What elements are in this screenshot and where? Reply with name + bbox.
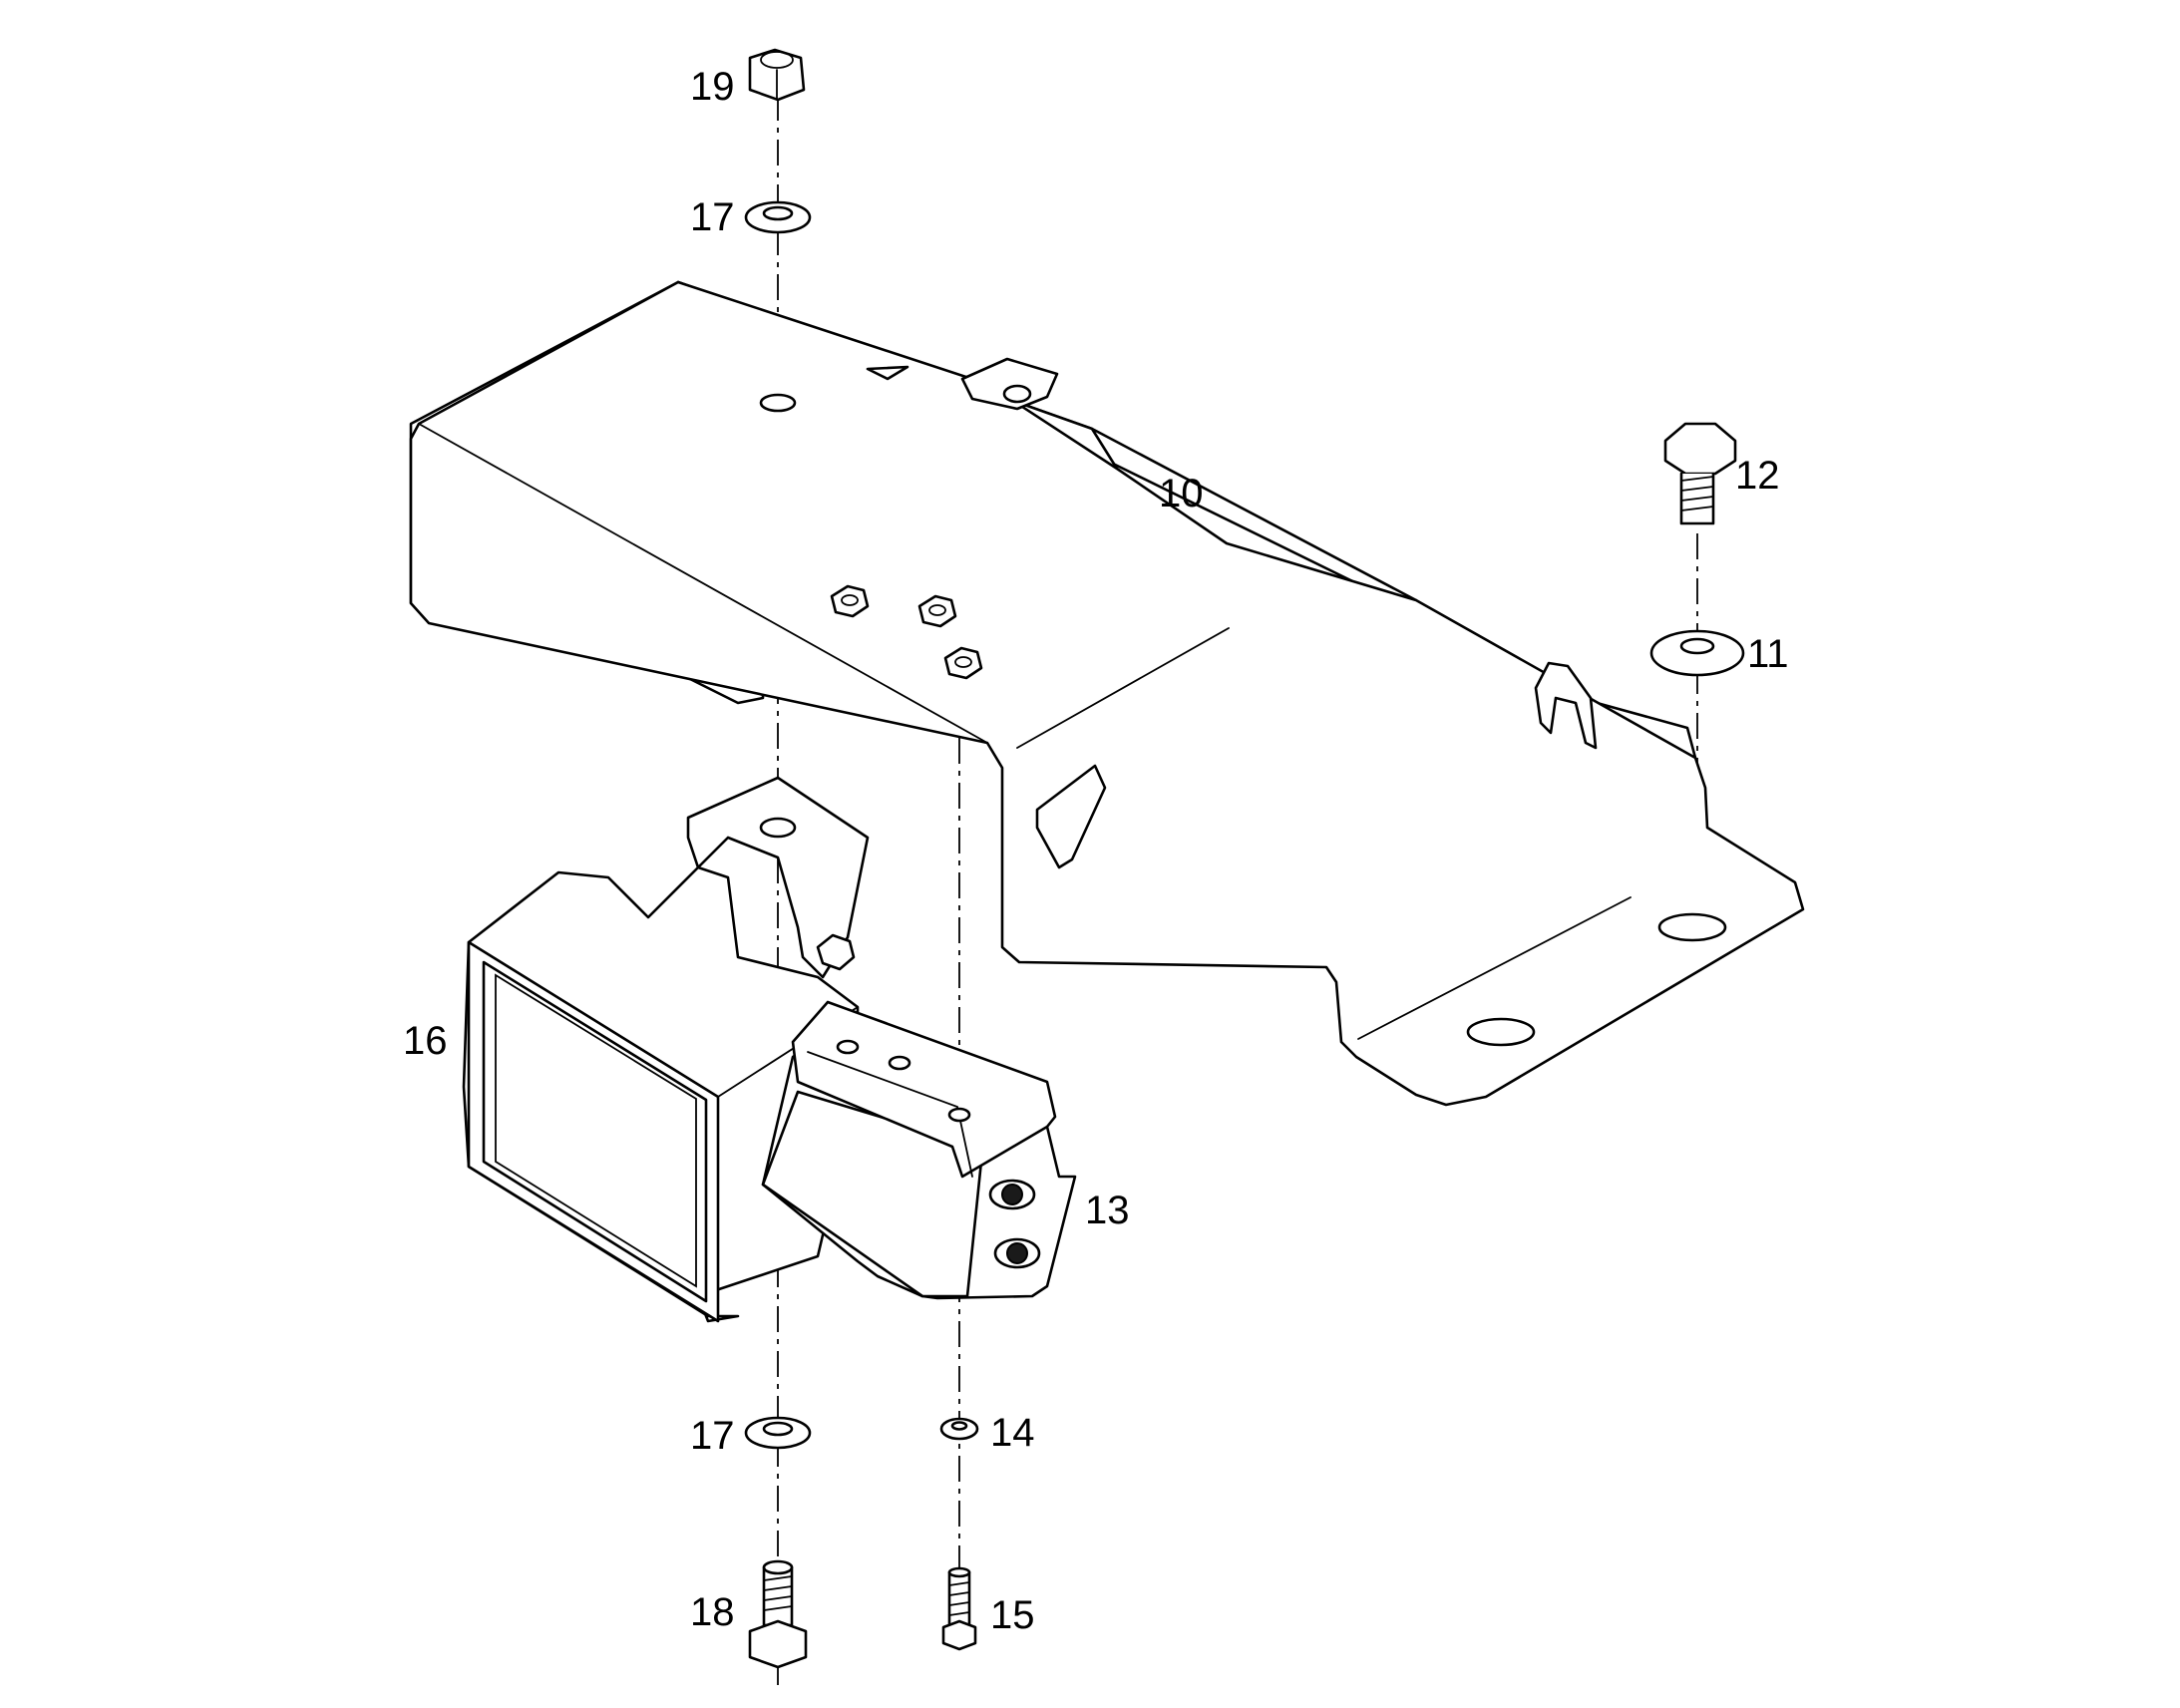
part-18-hex-bolt [748, 1559, 808, 1669]
receiver-top-edge [468, 871, 649, 943]
bracket-top-plate [409, 280, 1805, 1107]
callout-12: 12 [1735, 454, 1780, 498]
callout-18: 18 [690, 1590, 735, 1634]
part-14-small-washer [939, 1417, 979, 1441]
callout-15: 15 [990, 1593, 1035, 1637]
bracket-right-clip [1534, 661, 1598, 750]
callout-11: 11 [1747, 632, 1789, 676]
bracket13-hole-2 [888, 1055, 911, 1071]
bracket-fold-line-3 [1357, 896, 1632, 1040]
bracket13-inner-edge [807, 1051, 973, 1178]
bracket-upper-tab [960, 357, 1059, 411]
bracket-slot-2 [1657, 912, 1727, 942]
callout-17-top: 17 [690, 195, 735, 239]
bracket-slot-1 [1466, 1017, 1536, 1047]
callout-labels: 19 17 10 12 11 16 13 17 14 18 15 [403, 65, 1789, 1637]
bracket13-knobs [988, 1179, 1041, 1269]
receiver-saddle [686, 776, 870, 979]
receiver-opening [482, 960, 708, 1303]
part-13-bracket-assembly [761, 1000, 1077, 1300]
part-17-washer-top [744, 200, 812, 234]
bracket-upper-tab-hole [1002, 384, 1032, 404]
bracket13-hole-3 [947, 1107, 971, 1123]
callout-16: 16 [403, 1019, 448, 1063]
bracket-weld-nuts [830, 584, 983, 680]
part-19-hex-nut [748, 48, 806, 102]
receiver-saddle-bolt [816, 933, 856, 971]
bracket-notch [866, 365, 909, 381]
callout-14: 14 [990, 1411, 1035, 1455]
bracket-fold-line-2 [1016, 627, 1230, 749]
part-17-washer-bottom [744, 1416, 812, 1450]
part-10-main-bracket [409, 280, 1805, 1107]
callout-10: 10 [1159, 472, 1204, 515]
part-15-small-bolt [941, 1566, 977, 1651]
bracket13-hole-1 [836, 1039, 860, 1055]
callout-19: 19 [690, 65, 735, 109]
part-12-hex-bolt [1663, 422, 1737, 525]
callout-17-bottom: 17 [690, 1414, 735, 1458]
receiver-opening-inner [495, 973, 697, 1288]
receiver-saddle-hole [759, 817, 797, 839]
bracket-top-hole [759, 393, 797, 413]
bracket-fold-line [418, 423, 988, 744]
callout-13: 13 [1085, 1189, 1130, 1232]
part-11-washer [1649, 629, 1745, 677]
part-16-receiver [462, 776, 870, 1323]
bracket-triangle-cutout [1035, 764, 1107, 869]
